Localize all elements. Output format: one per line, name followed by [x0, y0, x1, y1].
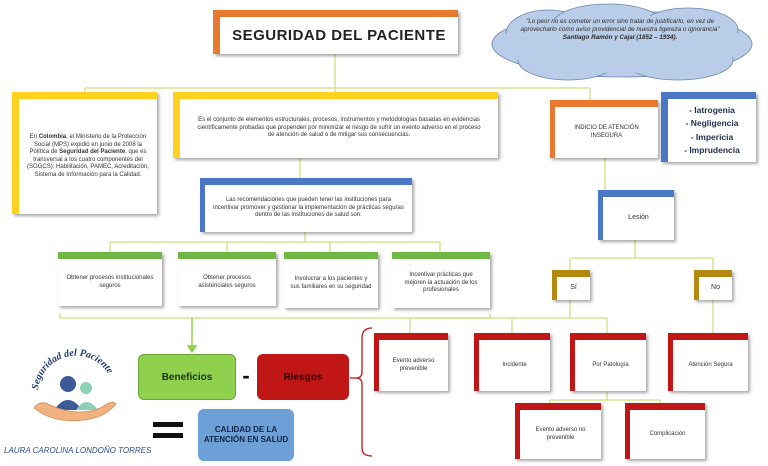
seguridad-paciente-logo: Seguridad del Paciente	[30, 348, 117, 422]
practice-card-3: Involucrar a los pacientes y sus familia…	[284, 252, 378, 308]
outcome-por-patologia: Por Patología	[570, 333, 646, 391]
recommendations-card: Las recomendaciones que pueden tener las…	[200, 178, 412, 232]
quote-author: Santiago Ramón y Cajal (1852 – 1934).	[562, 34, 678, 42]
definition-card: Es el conjunto de elementos estructurale…	[173, 92, 498, 158]
practice-card-2: Obtener procesos asistenciales seguros	[178, 252, 276, 306]
causes-card: - Iatrogenia - Negligencia - Impericia -…	[661, 92, 756, 162]
outcome-incidente: Incidente	[474, 333, 550, 391]
lesion-card: Lesión	[598, 190, 674, 240]
page-title: SEGURIDAD DEL PACIENTE	[213, 10, 458, 54]
colombia-policy-card: En Colombia, el Ministerio de la Protecc…	[12, 92, 157, 214]
cause-iatrogenia: - Iatrogenia	[689, 105, 735, 116]
practice-card-1: Obtener procesos institucionales seguros	[58, 252, 162, 306]
cause-impericia: - Impericia	[690, 131, 734, 142]
no-card: No	[694, 270, 732, 300]
indicio-card: INDICIO DE ATENCIÓN INSEGURA	[550, 100, 658, 158]
equals-sign-bottom	[153, 433, 183, 438]
equals-sign-top	[153, 422, 183, 427]
riesgos-box: Riesgos	[257, 354, 349, 400]
outcome-atencion-segura: Atención Segura	[668, 333, 748, 391]
quote-text: "Lo peor no es cometer un error sino tra…	[520, 18, 720, 43]
outcome-complicacion: Complicación	[625, 403, 705, 459]
beneficios-box: Beneficios	[138, 354, 236, 400]
cause-imprudencia: - Imprudencia	[684, 144, 740, 155]
author-credit: LAURA CAROLINA LONDOÑO TORRES	[4, 446, 152, 455]
practice-card-4: Incentivar prácticas que mejoren la actu…	[392, 252, 490, 308]
outcome-evento-prevenible: Evento adverso prevenible	[374, 333, 448, 391]
quote-cloud	[491, 3, 753, 81]
minus-sign: -	[242, 363, 250, 388]
calidad-box: CALIDAD DE LA ATENCIÓN EN SALUD	[198, 409, 294, 461]
si-card: Sí	[552, 270, 590, 300]
cause-negligencia: - Negligencia	[685, 118, 739, 129]
quote-body: "Lo peor no es cometer un error sino tra…	[520, 18, 720, 34]
outcome-evento-no-prevenible: Evento adverso no prevenible	[515, 403, 601, 459]
